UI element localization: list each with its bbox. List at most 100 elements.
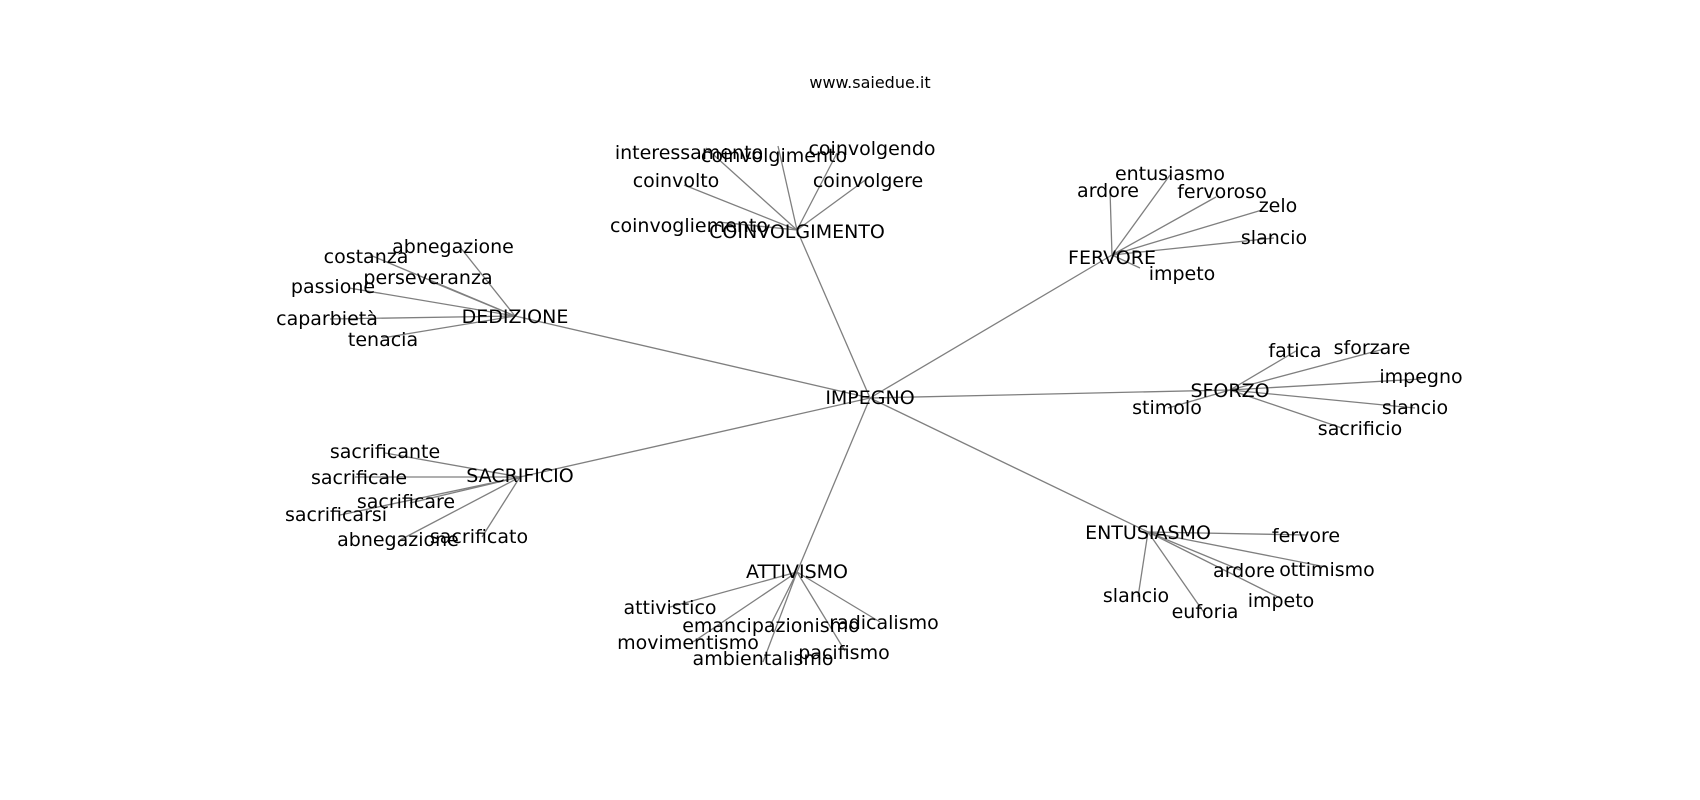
leaf-node-entusiasmo-5: euforia (1172, 601, 1239, 623)
hub-node-fervore: FERVORE (1068, 247, 1156, 269)
edge-attivismo-leaf-1 (769, 571, 798, 627)
edge-sforzo-leaf-5 (1229, 389, 1343, 429)
edge-entusiasmo-leaf-3 (1137, 531, 1149, 598)
leaf-node-sforzo-3: stimolo (1132, 397, 1202, 419)
node-labels: IMPEGNOCOINVOLGIMENTOinteressamentocoinv… (276, 138, 1463, 670)
edge-sforzo-leaf-1 (1229, 348, 1385, 391)
leaf-node-attivismo-5: ambientalismo (693, 648, 834, 670)
edge-sforzo-leaf-3 (1167, 389, 1231, 409)
leaf-node-attivismo-0: attivistico (623, 597, 716, 619)
edge-entusiasmo-leaf-5 (1147, 531, 1206, 615)
edge-center-attivismo (796, 397, 871, 573)
edge-sacrificio-leaf-4 (399, 476, 521, 541)
edge-dedizione-leaf-4 (329, 315, 516, 320)
edge-attivismo-leaf-3 (689, 571, 798, 645)
edge-sacrificio-leaf-3 (339, 476, 521, 516)
edge-entusiasmo-leaf-1 (1147, 531, 1241, 571)
leaf-node-sacrificio-0: sacrificante (330, 441, 440, 463)
edge-attivismo-leaf-0 (669, 571, 798, 608)
leaf-node-dedizione-5: tenacia (348, 329, 418, 351)
leaf-node-sacrificio-3: sacrificarsi (285, 504, 387, 526)
edge-center-sacrificio (519, 397, 871, 478)
leaf-node-sforzo-1: sforzare (1334, 337, 1411, 359)
edge-coinvolgimento-leaf-1 (777, 145, 798, 231)
edge-coinvolgimento-leaf-4 (796, 177, 869, 231)
edge-sacrificio-leaf-0 (384, 452, 521, 478)
leaf-node-fervore-4: slancio (1241, 227, 1307, 249)
hub-node-entusiasmo: ENTUSIASMO (1085, 522, 1211, 544)
leaf-node-coinvolgimento-1: coinvolgimento (701, 145, 847, 167)
watermark-text: www.saiedue.it (809, 73, 930, 92)
hub-node-attivismo: ATTIVISMO (746, 561, 848, 583)
leaf-node-fervore-1: ardore (1077, 180, 1139, 202)
leaf-node-coinvolgimento-0: interessamento (615, 142, 763, 164)
leaf-node-coinvolgimento-4: coinvolgere (813, 170, 923, 192)
leaf-node-dedizione-0: abnegazione (392, 236, 514, 258)
leaf-node-dedizione-2: perseveranza (363, 267, 492, 289)
edge-center-entusiasmo (869, 397, 1149, 533)
leaf-node-fervore-5: impeto (1149, 263, 1216, 285)
edge-coinvolgimento-leaf-2 (796, 152, 838, 231)
edge-dedizione-leaf-5 (381, 315, 516, 339)
leaf-node-fervore-2: fervoroso (1177, 181, 1267, 203)
edge-entusiasmo-leaf-0 (1147, 531, 1307, 536)
edge-center-fervore (869, 254, 1113, 399)
leaf-node-sforzo-5: sacrificio (1318, 418, 1402, 440)
edge-attivismo-leaf-2 (796, 571, 881, 623)
edge-sforzo-leaf-0 (1229, 350, 1297, 391)
edge-dedizione-leaf-3 (348, 287, 516, 317)
edge-coinvolgimento-leaf-0 (705, 147, 798, 231)
leaf-node-coinvolgimento-2: coinvolgendo (808, 138, 935, 160)
leaf-node-sacrificio-4: abnegazione (337, 529, 459, 551)
hub-node-coinvolgimento: COINVOLGIMENTO (709, 221, 885, 243)
leaf-node-sforzo-4: slancio (1382, 397, 1448, 419)
edge-fervore-leaf-4 (1111, 237, 1275, 256)
leaf-node-sforzo-0: fatica (1268, 340, 1321, 362)
center-node-label: IMPEGNO (825, 387, 914, 409)
edge-sforzo-leaf-4 (1229, 389, 1416, 409)
edge-entusiasmo-leaf-2 (1147, 531, 1327, 568)
edge-fervore-leaf-5 (1111, 254, 1141, 269)
leaf-node-fervore-3: zelo (1259, 195, 1298, 217)
leaf-node-coinvolgimento-3: coinvolto (633, 170, 720, 192)
leaf-node-sacrificio-5: sacrificato (430, 526, 528, 548)
leaf-node-attivismo-1: emancipazionismo (682, 615, 860, 637)
leaf-node-fervore-0: entusiasmo (1115, 163, 1225, 185)
hub-node-sacrificio: SACRIFICIO (466, 465, 574, 487)
edge-center-coinvolgimento (796, 229, 871, 399)
leaf-node-dedizione-3: passione (291, 276, 375, 298)
hub-node-sforzo: SFORZO (1190, 380, 1269, 402)
leaf-node-entusiasmo-4: impeto (1248, 590, 1315, 612)
edge-center-sforzo (869, 389, 1231, 399)
leaf-node-attivismo-2: radicalismo (829, 612, 938, 634)
edges (329, 145, 1422, 663)
edge-fervore-leaf-3 (1111, 209, 1263, 256)
edge-sforzo-leaf-2 (1229, 378, 1422, 391)
leaf-node-attivismo-4: pacifismo (798, 642, 889, 664)
edge-fervore-leaf-2 (1111, 196, 1217, 256)
leaf-node-coinvolgimento-5: coinvogliemento (610, 215, 768, 237)
edge-fervore-leaf-0 (1111, 174, 1171, 256)
edge-coinvolgimento-leaf-5 (717, 221, 798, 231)
edge-sacrificio-leaf-5 (481, 476, 521, 538)
edge-attivismo-leaf-4 (796, 571, 846, 652)
edge-attivismo-leaf-5 (762, 571, 798, 663)
leaf-node-sforzo-2: impegno (1379, 366, 1462, 388)
leaf-node-attivismo-3: movimentismo (617, 632, 759, 654)
hub-node-dedizione: DEDIZIONE (462, 306, 569, 328)
leaf-node-dedizione-4: caparbietà (276, 308, 378, 330)
leaf-node-entusiasmo-1: ardore (1213, 560, 1275, 582)
leaf-node-sacrificio-2: sacrificare (357, 491, 455, 513)
edge-dedizione-leaf-0 (459, 246, 516, 317)
edge-center-dedizione (514, 315, 871, 399)
edge-fervore-leaf-1 (1109, 189, 1113, 256)
leaf-node-entusiasmo-2: ottimismo (1279, 559, 1375, 581)
edge-dedizione-leaf-2 (429, 280, 516, 317)
leaf-node-entusiasmo-3: slancio (1103, 585, 1169, 607)
leaf-node-dedizione-1: costanza (324, 246, 409, 268)
edge-coinvolgimento-leaf-3 (683, 184, 798, 231)
edge-entusiasmo-leaf-4 (1147, 531, 1281, 599)
leaf-node-entusiasmo-0: fervore (1272, 525, 1340, 547)
leaf-node-sacrificio-1: sacrificale (311, 467, 407, 489)
